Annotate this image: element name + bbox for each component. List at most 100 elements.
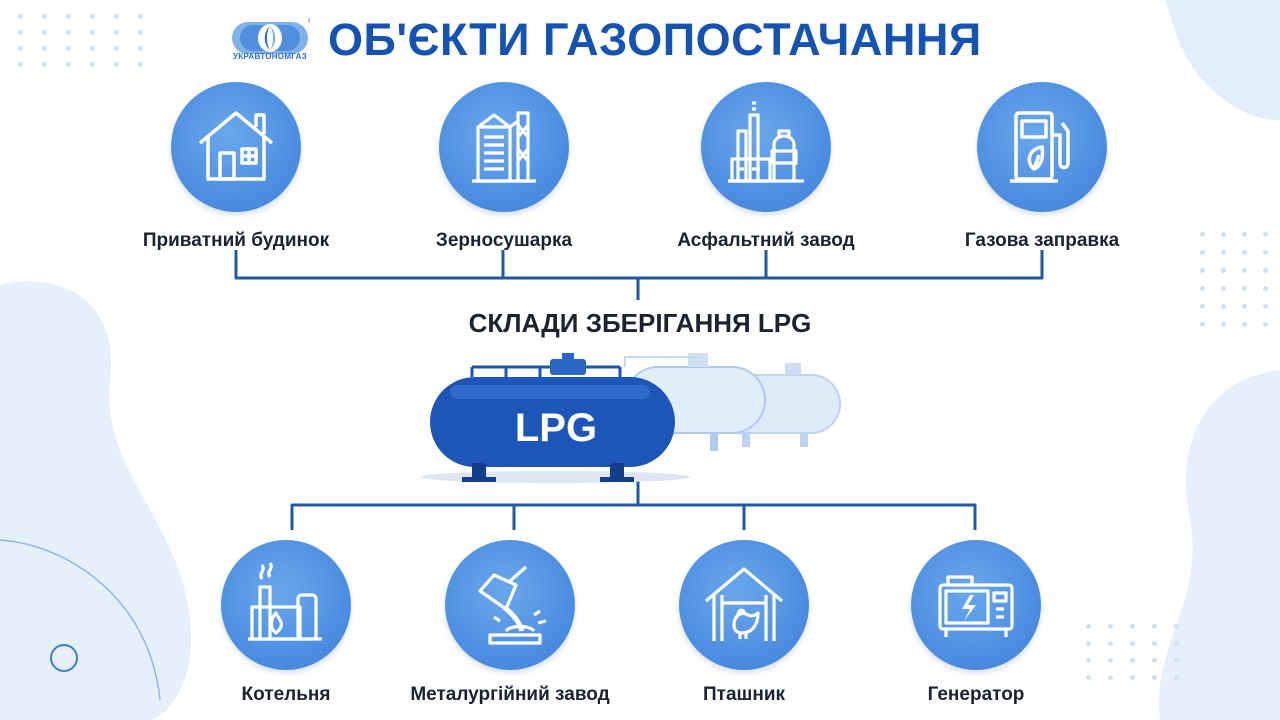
node-private-house: Приватний будинок <box>126 82 346 252</box>
storage-title: СКЛАДИ ЗБЕРІГАННЯ LPG <box>468 308 812 338</box>
lpg-tank-front: LPG <box>420 353 690 483</box>
decorative-dot <box>1174 624 1179 629</box>
decorative-dot <box>1242 304 1247 309</box>
bottom-connector <box>290 478 977 530</box>
decorative-dot <box>18 46 23 51</box>
decorative-dot <box>138 62 143 67</box>
decorative-dot <box>18 62 23 67</box>
decorative-dot <box>1221 232 1226 237</box>
decorative-dot <box>1200 268 1205 273</box>
decorative-dot <box>1130 658 1135 663</box>
decorative-dot <box>1221 304 1226 309</box>
node-label: Пташник <box>702 684 786 705</box>
decorative-dot <box>1242 268 1247 273</box>
decorative-dot <box>1200 232 1205 237</box>
node-circle <box>679 540 809 670</box>
decorative-dot <box>90 46 95 51</box>
decorative-dot <box>1086 641 1091 646</box>
decorative-dot <box>42 30 47 35</box>
decorative-dot <box>138 46 143 51</box>
decorative-dot <box>18 30 23 35</box>
decorative-dot <box>1221 268 1226 273</box>
decorative-dot <box>1130 624 1135 629</box>
decorative-dot <box>114 62 119 67</box>
node-circle <box>439 82 569 212</box>
decorative-dot <box>1086 624 1091 629</box>
logo-text: УКРАВТОНОМГАЗ <box>232 52 308 61</box>
node-circle <box>911 540 1041 670</box>
metallurgical-plant-icon <box>478 565 547 645</box>
decorative-dot <box>1263 268 1268 273</box>
decorative-dot <box>1221 250 1226 255</box>
node-grain-dryer: Зерносушарка <box>394 82 614 252</box>
decorative-dot <box>90 62 95 67</box>
node-metallurgical-plant: Металургійний завод <box>400 540 620 706</box>
decorative-dot <box>1108 641 1113 646</box>
registered-mark: ® <box>307 18 310 25</box>
page-title: ОБ'ЄКТИ ГАЗОПОСТАЧАННЯ <box>328 14 982 65</box>
decorative-dot <box>42 14 47 19</box>
decorative-dot <box>1174 641 1179 646</box>
decorative-dot <box>66 30 71 35</box>
node-label: Асфальтний завод <box>677 230 855 251</box>
decorative-dot <box>1242 250 1247 255</box>
decorative-dot <box>138 14 143 19</box>
node-label: Приватний будинок <box>142 230 330 251</box>
node-circle <box>701 82 831 212</box>
decorative-dot <box>1130 675 1135 680</box>
dot-pattern-right <box>1200 232 1268 327</box>
node-circle <box>445 540 575 670</box>
top-connector <box>234 250 1044 300</box>
node-boiler-house: Котельня <box>176 540 396 706</box>
decorative-dot <box>1263 286 1268 291</box>
decorative-dot <box>42 46 47 51</box>
node-label: Газова заправка <box>964 230 1120 251</box>
decorative-dot <box>42 62 47 67</box>
decorative-dot <box>1152 641 1157 646</box>
decorative-dot <box>1200 250 1205 255</box>
decorative-dot <box>66 14 71 19</box>
dot-pattern-top-left <box>18 14 143 67</box>
decorative-dot <box>1242 286 1247 291</box>
lpg-tanks-illustration: LPG <box>420 353 841 483</box>
boiler-house-icon <box>248 562 322 641</box>
decorative-dot <box>114 14 119 19</box>
decorative-dot <box>1200 322 1205 327</box>
node-generator: Генератор <box>866 540 1086 706</box>
decorative-dot <box>1221 286 1226 291</box>
decorative-dot <box>1263 304 1268 309</box>
decorative-dot <box>1152 624 1157 629</box>
decorative-dot <box>1174 658 1179 663</box>
decorative-dot <box>1108 675 1113 680</box>
decorative-dot <box>1200 286 1205 291</box>
decorative-dot <box>90 30 95 35</box>
node-label: Котельня <box>241 684 331 705</box>
ukravtonomgaz-logo-icon: ® <box>232 18 310 54</box>
decorative-dot <box>1152 675 1157 680</box>
decorative-dot <box>1263 250 1268 255</box>
decorative-dot <box>1108 658 1113 663</box>
decorative-dot <box>1086 658 1091 663</box>
node-poultry-house: Пташник <box>634 540 854 706</box>
decorative-dot <box>1108 624 1113 629</box>
house-icon <box>198 111 274 181</box>
grain-dryer-icon <box>472 111 536 183</box>
decorative-dot <box>1174 675 1179 680</box>
decorative-dot <box>1086 675 1091 680</box>
decorative-dot <box>90 14 95 19</box>
dot-pattern-bottom-right <box>1086 624 1179 680</box>
decorative-dot <box>66 46 71 51</box>
poultry-house-icon <box>704 567 784 641</box>
node-label: Генератор <box>927 684 1025 705</box>
node-asphalt-plant: Асфальтний завод <box>656 82 876 252</box>
node-circle <box>221 540 351 670</box>
gas-station-icon <box>1010 111 1070 183</box>
decorative-dot <box>1152 658 1157 663</box>
tank-label: LPG <box>515 406 597 450</box>
decorative-dot <box>18 14 23 19</box>
decorative-dot <box>1130 641 1135 646</box>
node-label: Металургійний завод <box>410 684 610 705</box>
node-gas-station: Газова заправка <box>932 82 1152 252</box>
